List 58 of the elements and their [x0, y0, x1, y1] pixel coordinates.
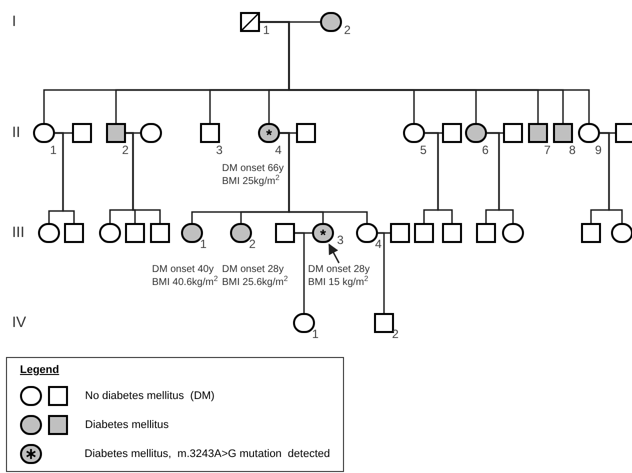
- pedigree-square: [106, 123, 126, 143]
- individual-number: 6: [482, 144, 489, 156]
- legend-title: Legend: [20, 365, 60, 376]
- asterisk-mark: *: [320, 228, 326, 241]
- pedigree-square: [296, 123, 316, 143]
- individual-number: 4: [375, 238, 382, 250]
- individual-number: 1: [200, 238, 207, 250]
- generation-label: III: [12, 225, 25, 240]
- generation-label: IV: [12, 315, 26, 330]
- pedigree-square: [503, 123, 523, 143]
- pedigree-square: [374, 313, 394, 333]
- pedigree-square: [553, 123, 573, 143]
- asterisk-mark: *: [266, 128, 272, 141]
- pedigree-line: [55, 132, 75, 223]
- individual-number: 1: [50, 144, 57, 156]
- individual-number: 4: [275, 144, 282, 156]
- generation-label: II: [12, 125, 20, 140]
- pedigree-square: [476, 223, 496, 243]
- individual-number: 3: [337, 234, 344, 246]
- pedigree-square: [150, 223, 170, 243]
- legend-text: Diabetes mellitus: [85, 418, 169, 433]
- clinical-note: DM onset 28y BMI 25.6kg/m$^{2}$: [222, 263, 289, 289]
- individual-number: 2: [392, 328, 399, 340]
- individual-number: 2: [249, 238, 256, 250]
- pedigree-line: [280, 132, 368, 223]
- proband-arrow: [328, 244, 340, 264]
- clinical-note: DM onset 66y BMI 25kg/m$^{2}$: [222, 162, 285, 188]
- legend-text: No diabetes mellitus (DM): [85, 388, 215, 404]
- pedigree-square: [442, 223, 462, 243]
- pedigree-square: [528, 123, 548, 143]
- individual-number: 8: [569, 144, 576, 156]
- pedigree-square: [442, 123, 462, 143]
- generation-label: I: [12, 14, 16, 29]
- pedigree-square: [72, 123, 92, 143]
- individual-number: 2: [122, 144, 129, 156]
- pedigree-line: [295, 232, 305, 313]
- pedigree-line: [600, 132, 623, 223]
- individual-number: 5: [420, 144, 427, 156]
- pedigree-square: [200, 123, 220, 143]
- pedigree-line: [126, 132, 161, 223]
- pedigree-line: [378, 232, 385, 313]
- clinical-note: DM onset 28y BMI 15 kg/m$^{2}$: [308, 263, 371, 289]
- pedigree-square: [581, 223, 601, 243]
- individual-number: 9: [595, 144, 602, 156]
- pedigree-square: [390, 223, 410, 243]
- individual-number: 1: [312, 328, 319, 340]
- pedigree-square: [414, 223, 434, 243]
- individual-number: 2: [344, 24, 351, 36]
- individual-number: 3: [216, 144, 223, 156]
- pedigree-line: [425, 132, 453, 223]
- pedigree-line: [487, 132, 514, 223]
- pedigree-square: [64, 223, 84, 243]
- legend-text: Diabetes mellitus, m.3243A>G mutation detected: [84, 446, 330, 462]
- pedigree-square: [615, 123, 632, 143]
- individual-number: 1: [263, 24, 270, 36]
- pedigree-square: [125, 223, 145, 243]
- pedigree-square: [275, 223, 295, 243]
- individual-number: 7: [544, 144, 551, 156]
